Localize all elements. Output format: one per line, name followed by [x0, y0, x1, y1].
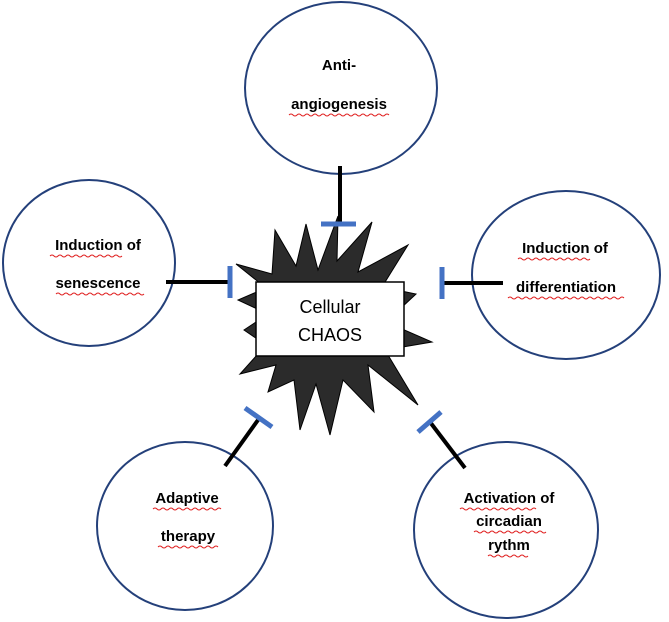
- inhibition-bar-bottom-right: [416, 410, 443, 434]
- node-circle: [244, 1, 438, 175]
- node-activation-of-circadian-rythm: Activation of circadian rythm: [413, 441, 599, 619]
- node-induction-of-differentiation: Induction of differentiation: [471, 190, 661, 360]
- spellcheck-underline: [55, 292, 145, 296]
- inhibition-stem-bottom-right: [428, 420, 467, 470]
- spellcheck-underline: [459, 507, 537, 511]
- node-label-line1: Activation of: [464, 490, 556, 507]
- spellcheck-underline: [152, 507, 222, 511]
- node-label-line2: circadian: [476, 513, 542, 530]
- center-box: [255, 281, 405, 357]
- node-label-line2: differentiation: [516, 279, 616, 296]
- spellcheck-underline: [288, 113, 390, 117]
- node-adaptive-therapy: Adaptive therapy: [96, 441, 274, 611]
- node-circle: [96, 441, 274, 611]
- center-label-line2: CHAOS: [298, 325, 362, 345]
- node-induction-of-senescence: Induction of senescence: [2, 179, 176, 347]
- node-circle: [471, 190, 661, 360]
- node-circle: [413, 441, 599, 619]
- node-label-line1: Induction of: [55, 237, 142, 254]
- spellcheck-underline: [507, 296, 625, 300]
- node-label-line2: senescence: [55, 275, 140, 292]
- inhibition-bar-bottom-left: [243, 405, 274, 430]
- spellcheck-underline: [487, 554, 529, 558]
- node-label-line1: Adaptive: [155, 490, 218, 507]
- node-label-line3: rythm: [488, 537, 530, 554]
- center-label-line1: Cellular: [299, 297, 360, 317]
- node-circle: [2, 179, 176, 347]
- spellcheck-underline: [473, 530, 547, 534]
- spellcheck-underline: [517, 257, 591, 261]
- inhibition-stem-bottom-left: [223, 418, 260, 468]
- node-label-line2: therapy: [161, 528, 216, 545]
- node-anti-angiogenesis: Anti- angiogenesis: [244, 1, 438, 175]
- spellcheck-underline: [157, 545, 219, 549]
- spellcheck-underline: [49, 254, 123, 258]
- node-label-line1: Induction of: [522, 240, 609, 257]
- node-label-line1: Anti-: [322, 57, 356, 74]
- node-label-line2: angiogenesis: [291, 96, 387, 113]
